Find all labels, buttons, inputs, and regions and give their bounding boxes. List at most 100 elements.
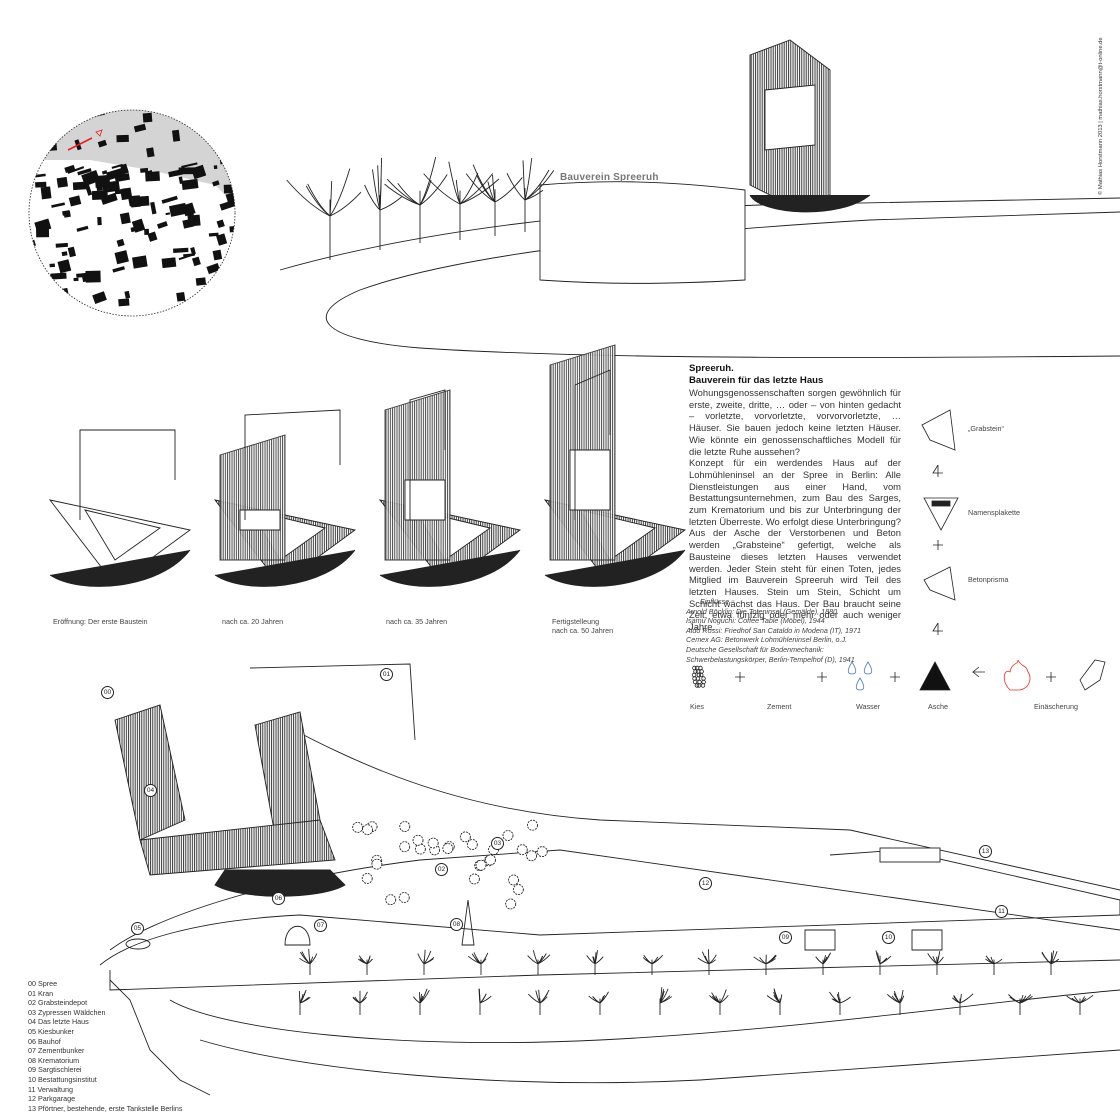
map-building (224, 267, 231, 274)
map-building (195, 277, 207, 286)
tree-icon (815, 952, 832, 975)
map-building (171, 129, 181, 142)
map-building (181, 178, 199, 191)
map-building (116, 238, 125, 247)
map-building (223, 184, 233, 194)
cypress-icon (505, 898, 517, 910)
map-building (64, 315, 75, 316)
prism-label: Namensplakette (968, 508, 1020, 517)
map-building (72, 181, 87, 191)
map-building (51, 202, 66, 208)
map-building (211, 308, 221, 316)
tree-icon (642, 954, 664, 975)
stage-drawing (543, 344, 687, 587)
map-building (216, 219, 225, 229)
tree-icon (413, 988, 430, 1015)
map-building (56, 176, 69, 188)
map-building (36, 228, 50, 238)
cypress-icon (526, 850, 538, 862)
material-label: Zement (767, 702, 792, 711)
tree-icon (586, 950, 604, 975)
crane (79, 429, 176, 520)
map-building (130, 195, 141, 208)
influence-item: Deutsche Gesellschaft für Bodenmechanik:… (686, 644, 855, 664)
map-building (150, 201, 157, 215)
tree-icon (364, 157, 402, 250)
map-building (221, 112, 235, 121)
tree-icon (478, 988, 492, 1015)
cypress-icon (516, 844, 528, 856)
cypress-icon (459, 831, 471, 843)
map-building (111, 163, 124, 169)
material-label: Kies (690, 702, 704, 711)
tree-icon (465, 164, 523, 236)
map-building (114, 250, 129, 265)
map-building (212, 180, 220, 187)
tree-icon (298, 989, 311, 1015)
gravel-dot (691, 672, 697, 678)
tree-icon (358, 955, 373, 975)
material-label: Asche (928, 702, 948, 711)
map-building (49, 263, 55, 268)
tree-icon (527, 989, 550, 1015)
tree-icon (951, 993, 974, 1015)
cypress-icon (502, 830, 514, 841)
tree-icon (506, 158, 555, 232)
cypress-icon (399, 821, 411, 832)
map-building (131, 218, 146, 233)
legend-item: 08 Krematorium (28, 1055, 80, 1065)
map-building (36, 132, 53, 147)
legend-item: 07 Zementbunker (28, 1046, 85, 1056)
site-number-11: 11 (995, 905, 1008, 918)
map-building (178, 176, 184, 185)
tree-icon (1041, 950, 1060, 975)
gravel-dot (697, 679, 702, 685)
map-building (119, 212, 131, 225)
legend-item: 09 Sargtischlerei (28, 1065, 82, 1075)
stage-drawing (213, 409, 357, 587)
cypress-icon (468, 873, 480, 885)
map-building (181, 162, 198, 169)
map-building (92, 291, 107, 304)
gravel-dot (701, 679, 706, 685)
stage-caption: nach ca. 35 Jahren (386, 617, 448, 626)
map-building (217, 134, 231, 138)
material-label: Einäscherung (1034, 702, 1078, 711)
tree-icon (753, 954, 777, 975)
map-building (76, 225, 89, 232)
cypress-icon (466, 839, 478, 850)
map-building (64, 164, 76, 174)
site-number-00: 00 (101, 686, 114, 699)
tree-icon (1008, 994, 1033, 1015)
map-building (101, 170, 108, 175)
title: Spreeruh. (689, 363, 734, 374)
cypress-icon (412, 834, 424, 846)
map-building (224, 159, 235, 167)
map-building (184, 299, 198, 307)
map-building (219, 158, 230, 165)
tree-icon (1066, 994, 1094, 1015)
map-building (67, 166, 85, 174)
map-building (229, 225, 235, 233)
map-building (208, 232, 219, 237)
map-building (213, 165, 218, 170)
cypress-icon (362, 824, 373, 836)
stage-drawing (48, 429, 192, 587)
map-building (226, 293, 233, 296)
tree-icon (384, 156, 448, 243)
map-building (120, 188, 127, 195)
prism-label: Betonprisma (968, 575, 1009, 584)
site-number-08: 08 (450, 918, 463, 931)
map-building (182, 218, 195, 229)
site-marker (67, 137, 93, 151)
map-building (146, 147, 155, 158)
map-building (77, 168, 92, 176)
site-number-05: 05 (131, 922, 144, 935)
tree-icon (875, 950, 892, 975)
map-building (187, 212, 195, 221)
map-building (40, 186, 52, 200)
map-building (84, 184, 93, 196)
stage-drawing (378, 389, 522, 587)
map-building (73, 277, 79, 282)
legend-item: 01 Kran (28, 988, 54, 998)
